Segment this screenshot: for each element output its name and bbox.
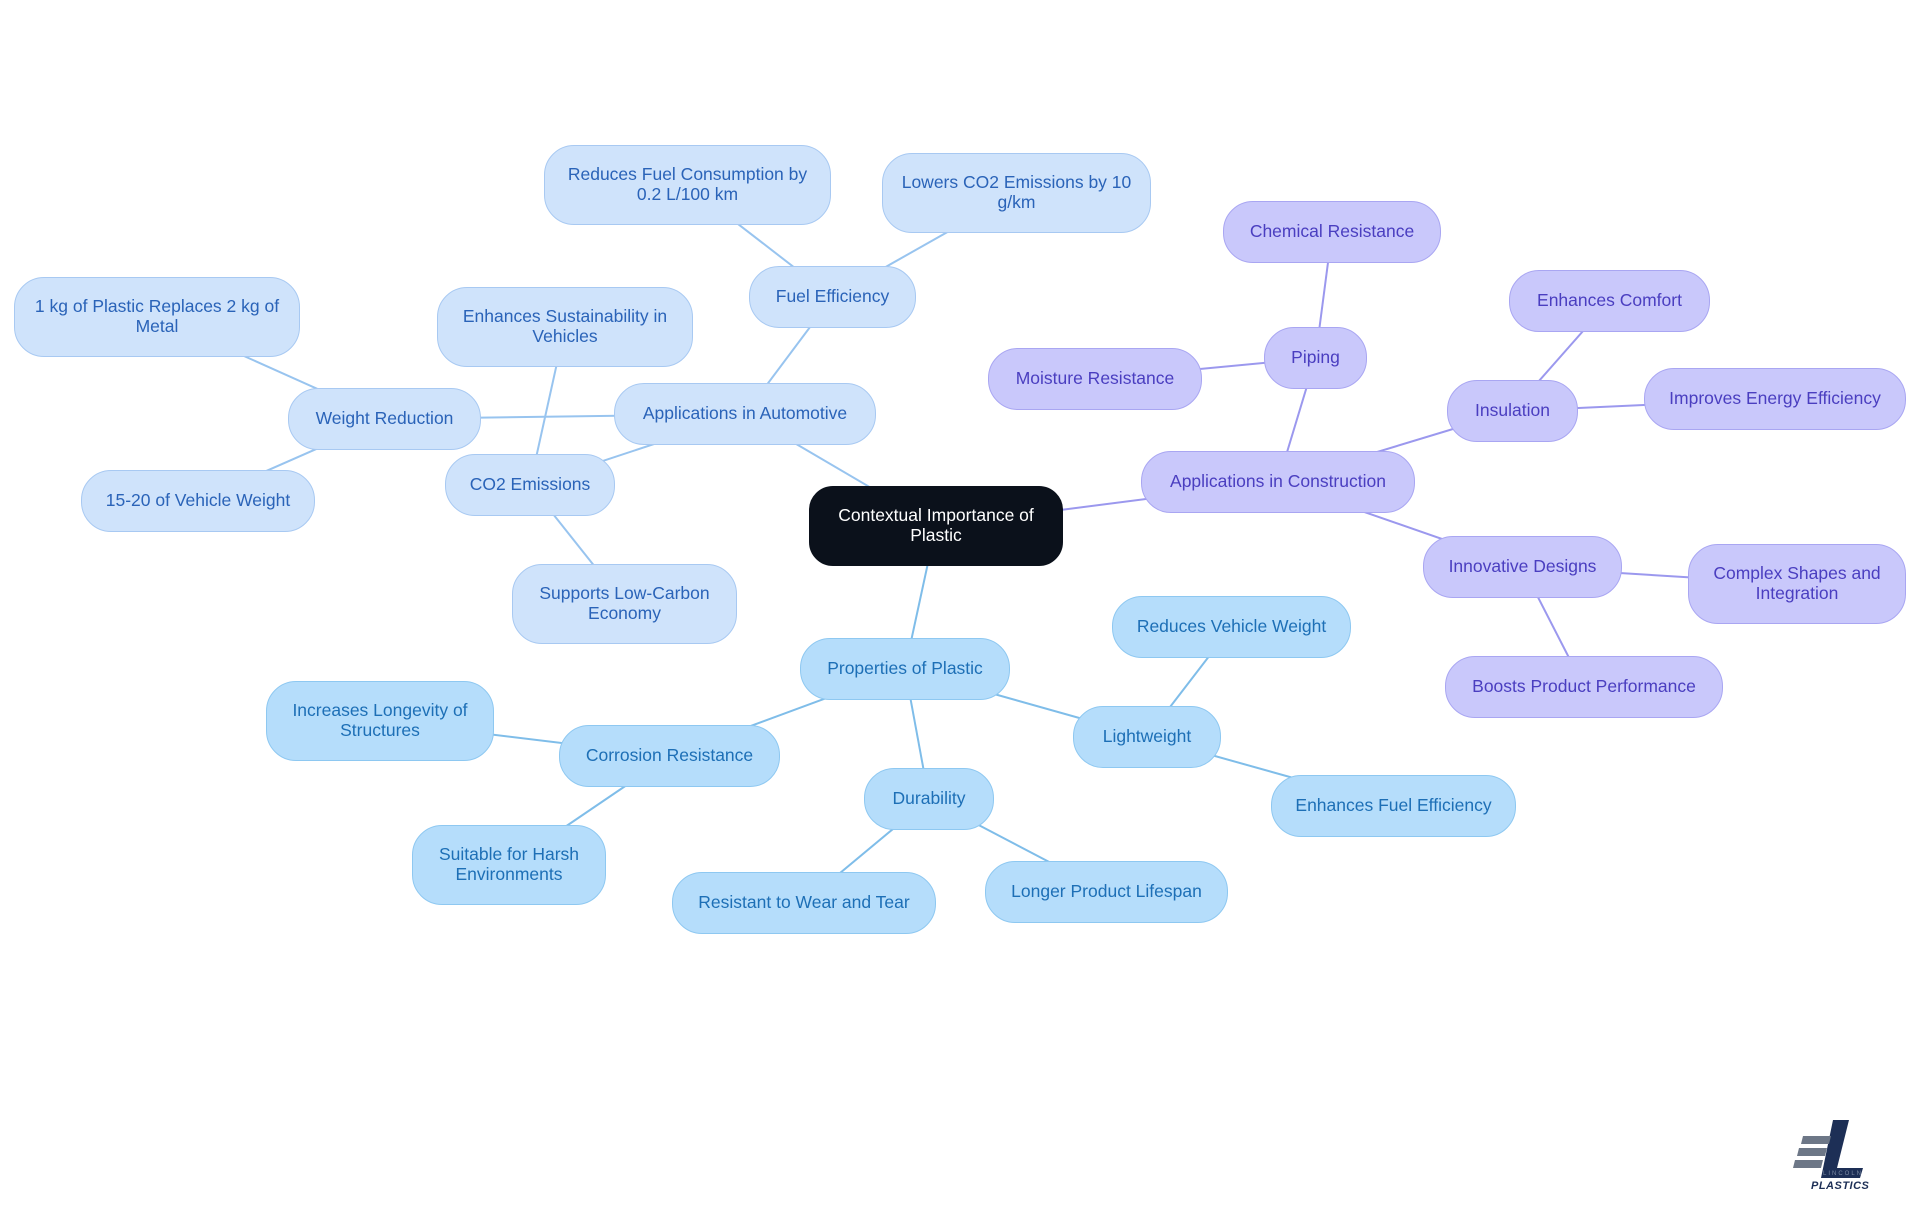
node-enhances-sustainability: Enhances Sustainability in Vehicles bbox=[437, 287, 693, 367]
logo-mark-icon bbox=[1793, 1120, 1863, 1178]
node-co2-emissions: CO2 Emissions bbox=[445, 454, 615, 516]
node-enhances-fuel-efficiency: Enhances Fuel Efficiency bbox=[1271, 775, 1516, 837]
node-harsh-environments: Suitable for Harsh Environments bbox=[412, 825, 606, 905]
node-increases-longevity: Increases Longevity of Structures bbox=[266, 681, 494, 761]
node-enhances-comfort: Enhances Comfort bbox=[1509, 270, 1710, 332]
node-applications-automotive: Applications in Automotive bbox=[614, 383, 876, 445]
node-applications-construction: Applications in Construction bbox=[1141, 451, 1415, 513]
node-piping: Piping bbox=[1264, 327, 1367, 389]
node-weight-reduction: Weight Reduction bbox=[288, 388, 481, 450]
node-vehicle-weight-share: 15-20 of Vehicle Weight bbox=[81, 470, 315, 532]
node-complex-shapes: Complex Shapes and Integration bbox=[1688, 544, 1906, 624]
node-plastic-replaces-metal: 1 kg of Plastic Replaces 2 kg of Metal bbox=[14, 277, 300, 357]
node-lowers-co2-emissions: Lowers CO2 Emissions by 10 g/km bbox=[882, 153, 1151, 233]
node-innovative-designs: Innovative Designs bbox=[1423, 536, 1622, 598]
node-reduces-fuel-consumption: Reduces Fuel Consumption by 0.2 L/100 km bbox=[544, 145, 831, 225]
node-reduces-vehicle-weight: Reduces Vehicle Weight bbox=[1112, 596, 1351, 658]
node-improves-energy-efficiency: Improves Energy Efficiency bbox=[1644, 368, 1906, 430]
lincoln-plastics-logo: LINCOLN PLASTICS bbox=[1793, 1118, 1883, 1198]
node-boosts-product-performance: Boosts Product Performance bbox=[1445, 656, 1723, 718]
node-moisture-resistance: Moisture Resistance bbox=[988, 348, 1202, 410]
node-low-carbon-economy: Supports Low-Carbon Economy bbox=[512, 564, 737, 644]
node-fuel-efficiency: Fuel Efficiency bbox=[749, 266, 916, 328]
logo-subtext: LINCOLN bbox=[1823, 1171, 1864, 1177]
node-lightweight: Lightweight bbox=[1073, 706, 1221, 768]
node-resistant-wear-tear: Resistant to Wear and Tear bbox=[672, 872, 936, 934]
node-chemical-resistance: Chemical Resistance bbox=[1223, 201, 1441, 263]
node-properties-of-plastic: Properties of Plastic bbox=[800, 638, 1010, 700]
root-node: Contextual Importance of Plastic bbox=[809, 486, 1063, 566]
node-corrosion-resistance: Corrosion Resistance bbox=[559, 725, 780, 787]
node-insulation: Insulation bbox=[1447, 380, 1578, 442]
node-durability: Durability bbox=[864, 768, 994, 830]
node-longer-product-lifespan: Longer Product Lifespan bbox=[985, 861, 1228, 923]
logo-text: PLASTICS bbox=[1811, 1180, 1870, 1192]
